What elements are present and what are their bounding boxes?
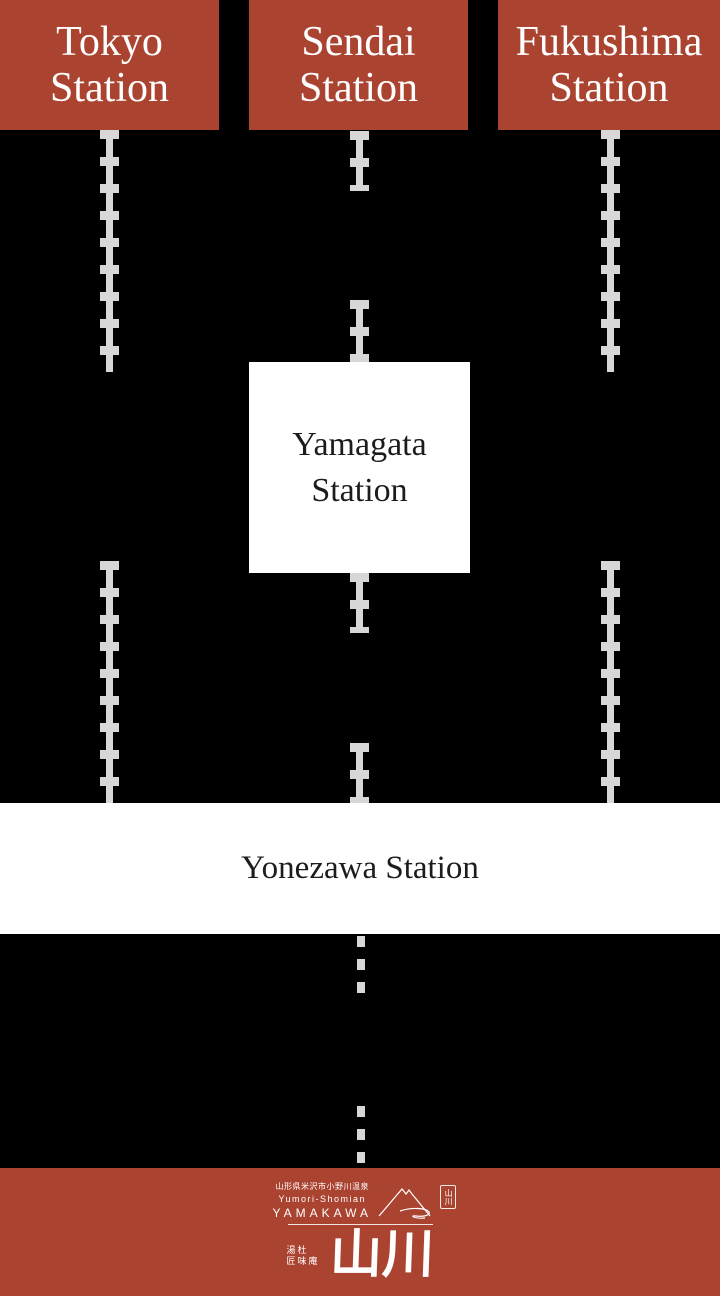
dotted-route-segment-1 — [357, 936, 365, 993]
station-box-sendai: Sendai Station — [249, 0, 468, 130]
rail-segment-fukushima-upper — [601, 130, 620, 372]
footer-logo-text-block: 山形県米沢市小野川温泉 Yumori-Shomian YAMAKAWA — [273, 1181, 373, 1220]
rail-segment-sendai-1 — [350, 131, 369, 191]
station-label-sendai-line2: Station — [298, 65, 418, 111]
station-label-sendai-line1: Sendai — [301, 19, 416, 65]
mountain-icon — [378, 1188, 431, 1219]
station-band-yonezawa: Yonezawa Station — [0, 803, 720, 934]
rail-segment-sendai-4 — [350, 743, 369, 803]
rail-segment-tokyo-lower — [100, 561, 119, 803]
footer-name-prefix-line1: 湯杜 — [286, 1245, 309, 1255]
footer-logo-divider — [287, 1224, 433, 1225]
dotted-route-segment-2 — [357, 1106, 365, 1163]
footer: 山形県米沢市小野川温泉 Yumori-Shomian YAMAKAWA 山川 湯… — [0, 1168, 720, 1296]
footer-logo-bottom: 湯杜 匠味庵 山川 — [286, 1227, 435, 1284]
rail-segment-sendai-3 — [350, 573, 369, 633]
rail-segment-fukushima-lower — [601, 561, 620, 803]
rail-segment-sendai-2 — [350, 300, 369, 362]
station-label-yamagata-line2: Station — [311, 471, 408, 509]
footer-logo[interactable]: 山形県米沢市小野川温泉 Yumori-Shomian YAMAKAWA 山川 湯… — [273, 1181, 457, 1284]
footer-logo-top: 山形県米沢市小野川温泉 Yumori-Shomian YAMAKAWA 山川 — [273, 1181, 457, 1221]
station-label-fukushima-line1: Fukushima — [515, 19, 703, 65]
station-label-yonezawa: Yonezawa Station — [241, 850, 479, 886]
station-box-fukushima: Fukushima Station — [498, 0, 720, 130]
footer-name-prefix-line2: 匠味庵 — [286, 1256, 320, 1266]
footer-name-kanji: 山川 — [328, 1227, 435, 1284]
seal-badge: 山川 — [440, 1185, 457, 1209]
rail-segment-tokyo-upper — [100, 130, 119, 372]
station-label-yamagata-line1: Yamagata — [292, 425, 427, 463]
station-box-tokyo: Tokyo Station — [0, 0, 219, 130]
footer-name-prefix: 湯杜 匠味庵 — [286, 1245, 319, 1267]
station-label-tokyo-line1: Tokyo — [56, 19, 163, 65]
station-box-yamagata: Yamagata Station — [249, 362, 470, 573]
footer-name-romaji: Yumori-Shomian — [278, 1194, 367, 1204]
footer-address: 山形県米沢市小野川温泉 — [275, 1182, 370, 1191]
station-label-tokyo-line2: Station — [49, 65, 169, 111]
footer-name-en: YAMAKAWA — [272, 1206, 373, 1220]
station-label-fukushima-line2: Station — [549, 65, 669, 111]
